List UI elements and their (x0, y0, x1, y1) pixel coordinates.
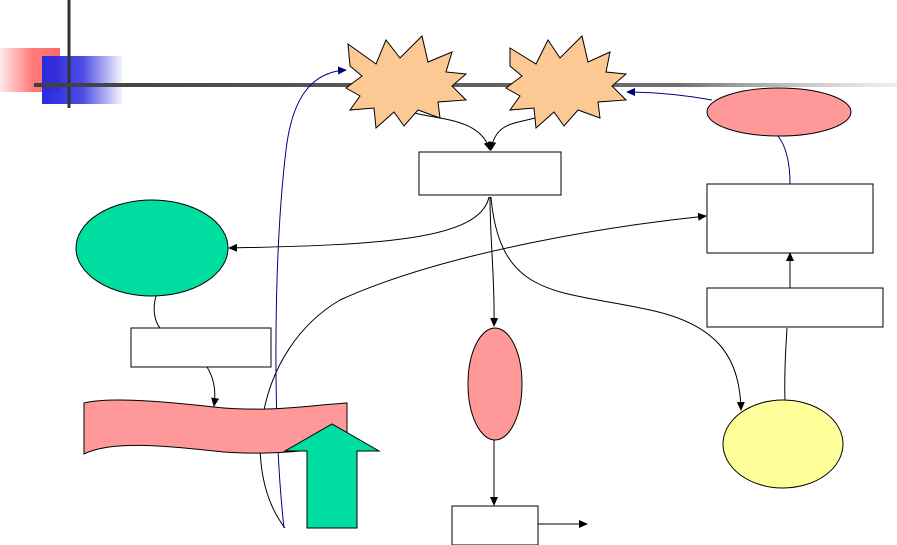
shapes (75, 35, 884, 545)
explosion-right[interactable] (505, 35, 628, 130)
right-upper-box[interactable] (706, 183, 874, 254)
connector-right-box-to-pink-ellipse (777, 135, 791, 185)
up-arrow[interactable] (283, 423, 381, 529)
right-lower-box[interactable] (706, 287, 884, 328)
yellow-ellipse[interactable] (722, 399, 844, 489)
connector-explosion-left-to-box (409, 111, 492, 151)
slide-decoration (0, 0, 897, 108)
left-box[interactable] (130, 327, 272, 368)
connector-box-to-center-ellipse (489, 196, 499, 327)
connector-pink-ellipse-to-explosion-right (626, 88, 713, 101)
decoration-blue-square (42, 56, 122, 104)
connector-up-arrow-to-right-box (259, 212, 707, 529)
connector-box-to-green-ellipse (228, 196, 490, 252)
connector-box-to-yellow-ellipse (490, 196, 745, 411)
decoration-horizontal-rule (34, 83, 897, 87)
top-right-ellipse[interactable] (706, 87, 852, 137)
top-center-box[interactable] (418, 151, 562, 196)
bottom-center-box[interactable] (451, 505, 539, 545)
connector-left-box-to-wave (206, 366, 220, 407)
green-ellipse[interactable] (75, 199, 229, 297)
explosion-left[interactable] (345, 35, 468, 130)
center-ellipse[interactable] (467, 327, 523, 441)
connectors (153, 66, 794, 529)
connector-yellow-ellipse-to-lower-box (784, 327, 788, 401)
connector-green-ellipse-to-left-box (153, 295, 161, 329)
